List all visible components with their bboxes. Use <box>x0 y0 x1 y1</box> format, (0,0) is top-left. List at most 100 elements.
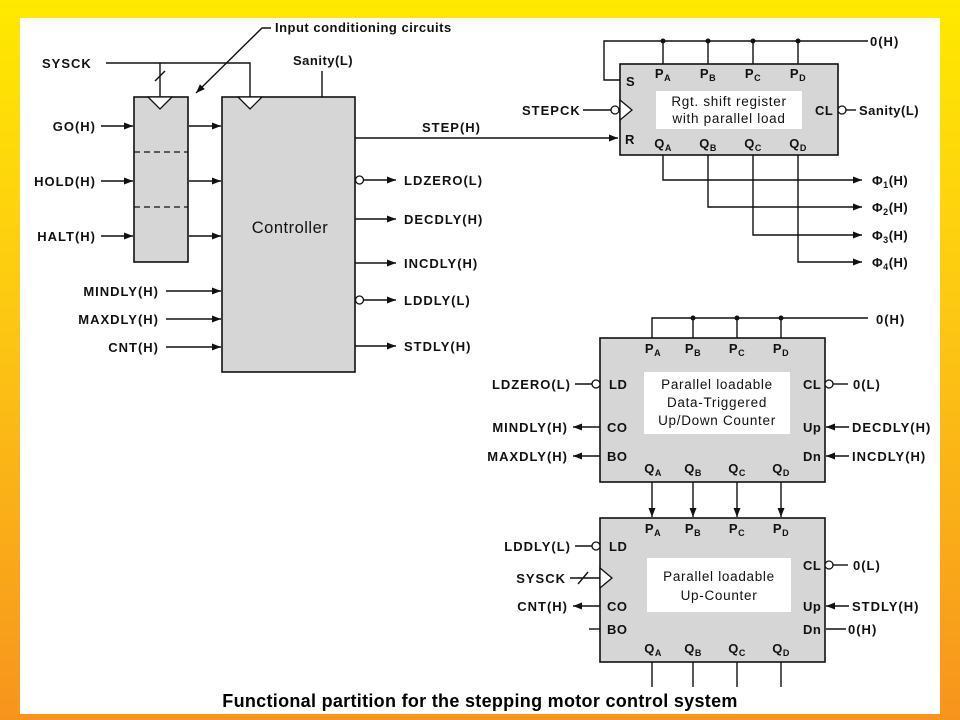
pin-qb: QB <box>684 461 702 478</box>
pin-subscript: D <box>799 73 806 83</box>
pin-qa: QA <box>644 461 662 478</box>
updown-counter-title-box <box>644 372 790 434</box>
pin-letter: Q <box>644 641 655 656</box>
phase-3-label: Φ3(H) <box>872 228 908 245</box>
lddly-output-label: LDDLY(L) <box>404 293 471 308</box>
callout-arrow <box>195 27 271 94</box>
pin-qa: QA <box>654 136 672 153</box>
pin-qd: QD <box>772 461 790 478</box>
pin-pa: PA <box>645 341 661 358</box>
phase-2-wire <box>707 155 862 211</box>
phase-3-wire <box>752 155 862 239</box>
junction-dot <box>778 315 784 321</box>
pin-subscript: B <box>694 348 701 358</box>
phase-symbol: Φ <box>872 200 883 215</box>
pin-letter: P <box>773 521 782 536</box>
pin-letter: Q <box>699 136 710 151</box>
bus-slash-mark <box>577 571 589 585</box>
controller-block <box>221 96 356 373</box>
up-counter-clear-label: 0(L) <box>853 558 881 573</box>
pin-letter: P <box>645 341 654 356</box>
pin-subscript: B <box>695 468 702 478</box>
clock-symbol <box>619 98 634 122</box>
pin-letter: P <box>645 521 654 536</box>
pin-s: S <box>626 74 635 89</box>
pin-pd: PD <box>790 66 806 83</box>
zero-bus-wire <box>603 40 868 81</box>
up-counter-carry-out-label: CNT(H) <box>517 599 568 614</box>
stdly-output-label: STDLY(H) <box>404 339 471 354</box>
pin-subscript: B <box>710 143 717 153</box>
inversion-bubble <box>824 560 834 570</box>
pin-subscript: B <box>695 648 702 658</box>
phase-suffix: (H) <box>889 255 909 270</box>
up-counter-down-label: 0(H) <box>848 622 877 637</box>
pin-up: Up <box>803 420 821 435</box>
up-counter-title-line: Parallel loadable <box>663 569 775 584</box>
callout-label: Input conditioning circuits <box>275 20 452 35</box>
updown-down-label: INCDLY(H) <box>852 449 926 464</box>
inversion-bubble <box>354 175 365 185</box>
pin-co: CO <box>607 420 628 435</box>
bus-slash-mark <box>154 70 166 82</box>
pin-letter: Q <box>654 136 665 151</box>
phase-1-label: Φ1(H) <box>872 173 908 190</box>
pin-subscript: D <box>783 468 790 478</box>
pin-pb: PB <box>685 521 701 538</box>
phase-4-label: Φ4(H) <box>872 255 908 272</box>
pin-pc: PC <box>729 341 745 358</box>
phase-suffix: (H) <box>889 228 909 243</box>
pin-qd: QD <box>772 641 790 658</box>
pin-subscript: C <box>739 648 746 658</box>
pin-subscript: C <box>738 528 745 538</box>
phase-symbol: Φ <box>872 228 883 243</box>
pin-subscript: D <box>800 143 807 153</box>
pin-letter: P <box>745 66 754 81</box>
pin-subscript: B <box>694 528 701 538</box>
up-counter-load-label: LDDLY(L) <box>504 539 571 554</box>
go-label: GO(H) <box>53 119 96 134</box>
pin-cl: CL <box>803 558 821 573</box>
pin-subscript: A <box>665 143 672 153</box>
shift-register-title-line: Rgt. shift register <box>671 94 786 109</box>
hold-label: HOLD(H) <box>34 174 96 189</box>
pin-letter: P <box>700 66 709 81</box>
pin-bo: BO <box>607 449 628 464</box>
phase-suffix: (H) <box>889 173 909 188</box>
controller-section: Input conditioning circuits SYSCK Sanity… <box>34 20 618 373</box>
stepck-label: STEPCK <box>522 103 581 118</box>
pin-cl: CL <box>803 377 821 392</box>
shift-register-section: 0(H) Rgt. shift register with parallel l… <box>522 34 919 272</box>
up-counter-title-line: Up-Counter <box>681 588 758 603</box>
phase-1-wire <box>662 155 862 184</box>
pin-letter: P <box>790 66 799 81</box>
updown-counter-title-line: Up/Down Counter <box>658 413 776 428</box>
ldzero-output-label: LDZERO(L) <box>404 173 483 188</box>
updown-clear-label: 0(L) <box>853 377 881 392</box>
updown-carry-out-label: MINDLY(H) <box>492 420 568 435</box>
updown-counter-title-line: Parallel loadable <box>661 377 773 392</box>
clock-symbol <box>146 96 174 110</box>
inversion-bubble <box>354 295 365 305</box>
pin-subscript: A <box>655 468 662 478</box>
phase-symbol: Φ <box>872 255 883 270</box>
junction-dot <box>690 315 696 321</box>
pin-subscript: B <box>709 73 716 83</box>
inversion-bubble <box>591 379 601 389</box>
pin-r: R <box>625 132 635 147</box>
pin-qb: QB <box>699 136 717 153</box>
pin-subscript: C <box>754 73 761 83</box>
pin-dn: Dn <box>803 622 821 637</box>
pin-subscript: C <box>755 143 762 153</box>
pin-subscript: C <box>739 468 746 478</box>
pin-dn: Dn <box>803 449 821 464</box>
pin-letter: P <box>729 341 738 356</box>
up-counter-up-label: STDLY(H) <box>852 599 919 614</box>
pin-letter: Q <box>772 641 783 656</box>
step-label: STEP(H) <box>422 120 481 135</box>
phase-subscript: 3 <box>883 235 889 245</box>
up-counter-title-box <box>647 558 791 612</box>
inversion-bubble <box>837 105 847 115</box>
junction-dot <box>734 315 740 321</box>
